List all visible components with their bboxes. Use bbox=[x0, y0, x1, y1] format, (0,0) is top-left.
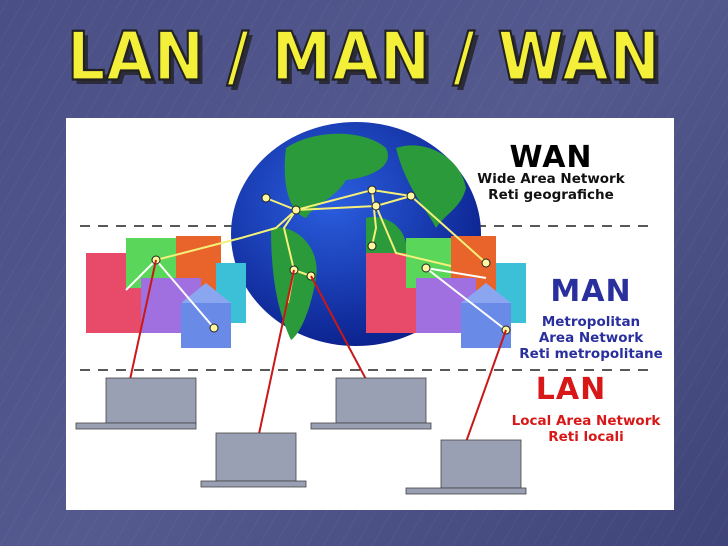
lan-servers bbox=[75, 377, 527, 495]
man-line3: Reti metropolitane bbox=[519, 346, 663, 362]
lan-heading: LAN bbox=[535, 372, 607, 407]
network-diagram: WAN Wide Area Network Reti geografiche M… bbox=[66, 118, 674, 510]
lan-links bbox=[125, 259, 507, 457]
man-heading: MAN bbox=[550, 274, 632, 309]
man-buildings-right bbox=[366, 236, 526, 348]
diagram-illustration bbox=[75, 122, 656, 495]
man-links bbox=[125, 259, 507, 331]
wan-heading: WAN bbox=[509, 140, 593, 175]
slide-title: LAN / MAN / WAN bbox=[66, 17, 661, 98]
man-line2: Area Network bbox=[538, 330, 644, 346]
man-buildings-left bbox=[86, 236, 246, 348]
wan-links bbox=[155, 188, 487, 304]
lan-line1: Local Area Network bbox=[511, 413, 661, 429]
man-line1: Metropolitan bbox=[541, 314, 641, 330]
wan-line1: Wide Area Network bbox=[477, 171, 625, 187]
lan-line2: Reti locali bbox=[548, 429, 624, 445]
wan-line2: Reti geografiche bbox=[488, 187, 614, 203]
